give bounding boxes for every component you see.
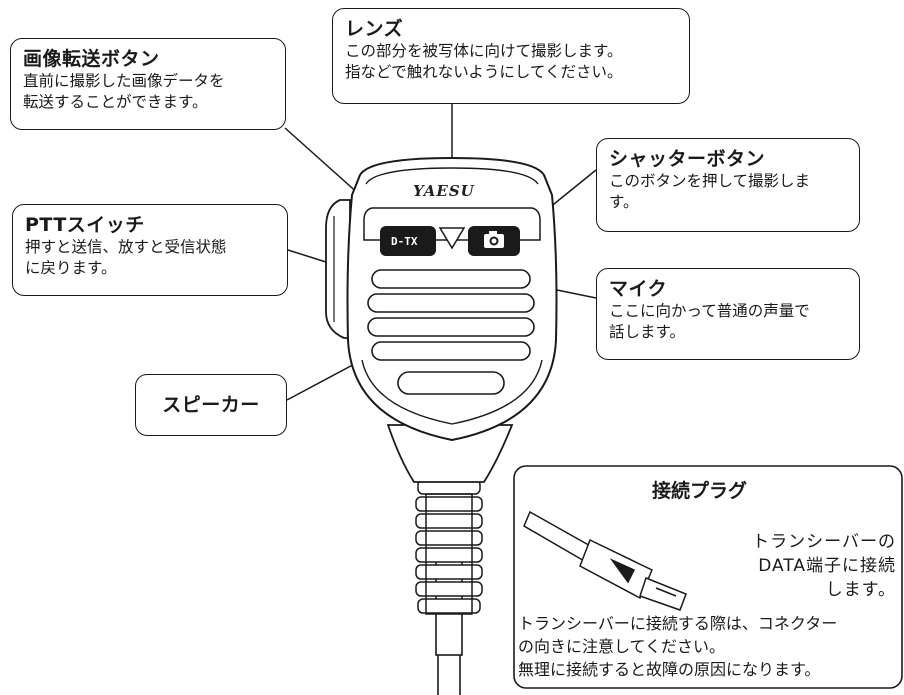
- image-send-title: 画像転送ボタン: [23, 48, 160, 70]
- lens-desc: この部分を被写体に向けて撮影します。 指などで触れないようにしてください。: [345, 42, 623, 81]
- plug-frame: [513, 465, 903, 689]
- speaker-grill: [367, 269, 535, 395]
- shutter-title: シャッターボタン: [609, 148, 766, 170]
- lens: [438, 227, 466, 250]
- ptt-callout: PTTスイッチ 押すと送信、放すと受信状態 に戻ります。: [12, 204, 288, 296]
- image-send-callout: 画像転送ボタン 直前に撮影した画像データを 転送することができます。: [10, 38, 286, 130]
- mic-neck: [386, 424, 514, 483]
- shutter-callout: シャッターボタン このボタンを押して撮影しま す。: [596, 138, 860, 232]
- strain-relief: [415, 479, 483, 615]
- dtx-button: [380, 226, 436, 256]
- leader-ptt: [287, 249, 327, 263]
- ptt-desc: 押すと送信、放すと受信状態 に戻ります。: [25, 238, 227, 277]
- mic-desc: ここに向かって普通の声量で 話します。: [609, 302, 810, 341]
- image-send-desc: 直前に撮影した画像データを 転送することができます。: [23, 72, 225, 111]
- lens-title: レンズ: [345, 18, 404, 40]
- ptt-title: PTTスイッチ: [25, 214, 145, 236]
- lens-callout: レンズ この部分を被写体に向けて撮影します。 指などで触れないようにしてください…: [332, 8, 690, 104]
- plug-desc: トランシーバーの DATA端子に接続 します。: [752, 532, 896, 600]
- plug-title: 接続プラグ: [652, 480, 748, 502]
- shutter-desc: このボタンを押して撮影しま す。: [609, 172, 811, 211]
- camera-icon: [484, 231, 504, 248]
- speaker-callout: スピーカー: [135, 374, 287, 436]
- ptt-switch: [325, 199, 351, 339]
- connector-illustration: [523, 510, 687, 611]
- dtx-button-label: D-TX: [391, 235, 418, 248]
- speaker-title: スピーカー: [162, 394, 260, 416]
- mic-callout: マイク ここに向かって普通の声量で 話します。: [596, 268, 860, 360]
- brand-logo: YAESU: [413, 182, 475, 200]
- mic-title: マイク: [609, 278, 668, 300]
- plug-note: トランシーバーに接続する際は、コネクター の向きに注意してください。 無理に接続…: [518, 614, 838, 679]
- cable: [435, 559, 463, 695]
